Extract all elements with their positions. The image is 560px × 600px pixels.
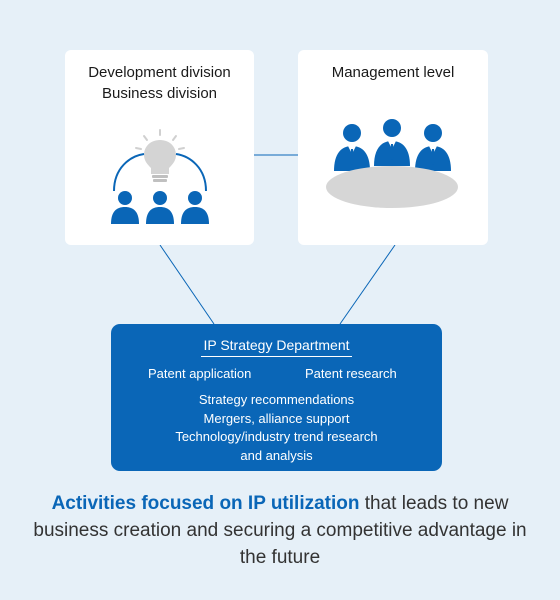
dev-card-title-line-2: Business division	[101, 85, 218, 102]
dev-card-title: Development division Business division	[65, 62, 254, 104]
development-business-card: Development division Business division	[65, 50, 254, 245]
mgmt-card-title: Management level	[331, 64, 455, 81]
management-card: Management level	[298, 50, 488, 245]
ip-activity-item: Strategy recommendations	[198, 392, 355, 407]
meeting-table-icon	[326, 119, 458, 208]
ip-department-title-text: IP Strategy Department	[201, 336, 352, 357]
dev-card-title-line-1: Development division	[88, 64, 231, 81]
ip-department-title: IP Strategy Department	[111, 336, 442, 357]
ip-activity-item: Mergers, alliance support	[203, 410, 350, 426]
lightbulb-team-icon	[111, 129, 209, 224]
caption-rest: that leads to new business creation and …	[33, 493, 527, 568]
ip-activity-list: Strategy recommendations Mergers, allian…	[111, 391, 442, 465]
activity-patent-research: Patent research	[305, 366, 397, 381]
activity-patent-application: Patent application	[148, 366, 252, 381]
ip-activity-item: and analysis	[240, 447, 313, 463]
ip-strategy-department-box: IP Strategy Department Patent applicatio…	[111, 324, 442, 471]
caption: Activities focused on IP utilization tha…	[20, 490, 540, 571]
ip-activity-item: Technology/industry trend research	[175, 429, 378, 444]
caption-highlight: Activities focused on IP utilization	[51, 493, 360, 514]
connector-mgmt-ip	[339, 244, 396, 325]
connector-dev-ip	[159, 244, 215, 325]
